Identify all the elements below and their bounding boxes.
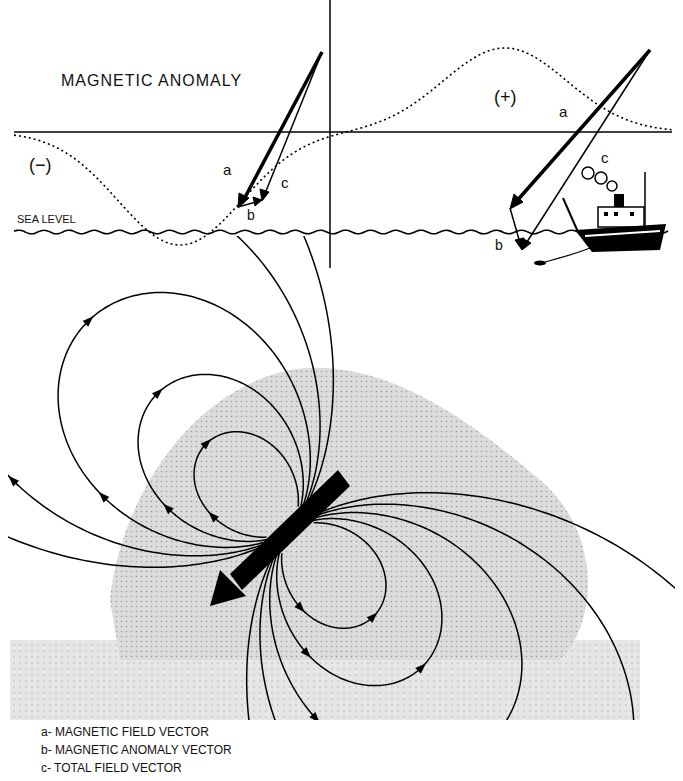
field-lines [8, 236, 675, 720]
field-arrowhead [301, 647, 311, 658]
magnetized-body [110, 368, 588, 660]
field-arrowhead [99, 492, 110, 503]
field-line [8, 236, 320, 556]
field-arrowhead [8, 476, 19, 487]
sign-label: (−) [28, 156, 53, 176]
key-entry: b- MAGNETIC ANOMALY VECTOR [40, 744, 233, 757]
vector-letter: b [246, 208, 256, 223]
vector-triangle-left [238, 52, 322, 208]
vector-triangle-right [510, 50, 650, 250]
graph-axis [14, 131, 672, 133]
survey-ship [534, 167, 666, 266]
dipole-arrowhead [210, 570, 246, 606]
field-arrowhead [83, 316, 94, 326]
field-arrowhead [367, 613, 378, 623]
field-line [270, 513, 522, 720]
field-line [138, 374, 303, 541]
sea-level-label: SEA LEVEL [16, 213, 77, 225]
field-line [282, 523, 386, 628]
vector-letter: c [280, 175, 290, 192]
vector-letter: a [558, 104, 568, 121]
field-arrowhead [163, 504, 174, 515]
key-entry: c- TOTAL FIELD VECTOR [40, 762, 183, 775]
field-arrowhead [200, 439, 211, 449]
field-line [247, 493, 675, 720]
field-arrowhead [294, 602, 304, 613]
field-arrowhead [152, 388, 163, 398]
dipole-bar [230, 470, 350, 590]
field-line [194, 432, 298, 537]
field-arrowhead [208, 512, 219, 523]
key-entry: a- MAGNETIC FIELD VECTOR [40, 726, 210, 739]
vector-letter: a [222, 162, 232, 179]
sign-label: (+) [493, 88, 518, 108]
field-line [58, 293, 310, 548]
field-arrowhead [309, 712, 319, 720]
field-line [260, 504, 634, 720]
vector-letter: b [494, 238, 504, 253]
field-line [277, 519, 442, 686]
sea-level-line [14, 230, 668, 234]
graph-axis [329, 0, 331, 268]
anomaly-curve [14, 48, 672, 245]
graph-title: MAGNETIC ANOMALY [60, 72, 243, 90]
field-line [8, 236, 333, 567]
vector-letter: c [600, 150, 610, 167]
field-arrowhead [415, 663, 426, 673]
